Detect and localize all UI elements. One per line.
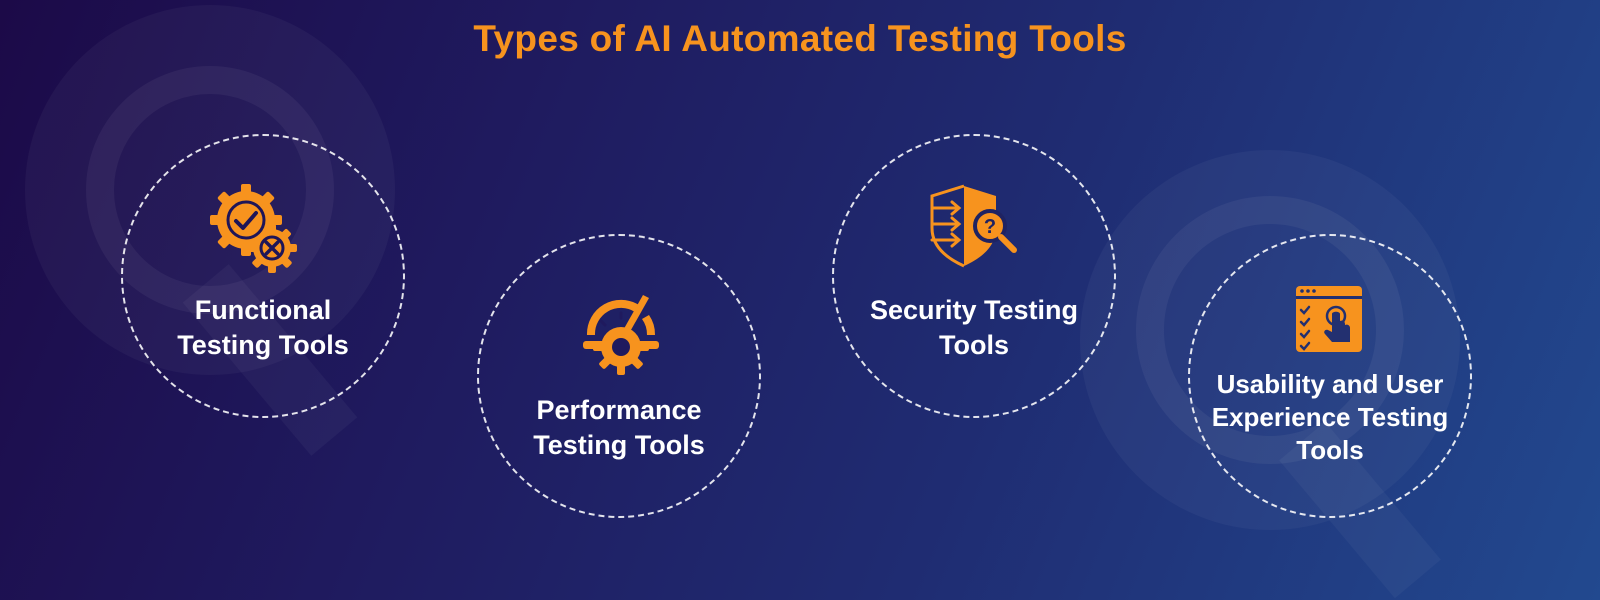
functional-testing-label: Functional Testing Tools: [113, 293, 413, 363]
functional-testing-line-2: Testing Tools: [177, 330, 349, 360]
browser-checklist-touch-icon: [1294, 284, 1364, 354]
usability-testing-line-2: Experience Testing: [1211, 402, 1449, 432]
security-testing-line-2: Tools: [939, 330, 1009, 360]
usability-testing-line-1: Usability and User: [1216, 369, 1444, 399]
shield-magnifier-icon: ?: [926, 180, 1026, 270]
gears-check-cross-icon: [208, 184, 300, 276]
usability-testing-circle: [1188, 234, 1472, 518]
security-testing-line-1: Security Testing: [869, 295, 1079, 325]
performance-testing-line-1: Performance: [536, 395, 702, 425]
svg-text:?: ?: [984, 216, 996, 238]
speedometer-gear-icon: [579, 291, 663, 377]
performance-testing-label: Performance Testing Tools: [469, 393, 769, 463]
functional-testing-circle: [121, 134, 405, 418]
page-title: Types of AI Automated Testing Tools: [473, 18, 1127, 59]
performance-testing-line-2: Testing Tools: [533, 430, 705, 460]
security-testing-circle: [832, 134, 1116, 418]
security-testing-label: Security Testing Tools: [824, 293, 1124, 363]
functional-testing-line-1: Functional: [194, 295, 332, 325]
usability-testing-line-3: Tools: [1296, 435, 1364, 465]
performance-testing-circle: [477, 234, 761, 518]
usability-testing-label: Usability and User Experience Testing To…: [1180, 368, 1480, 467]
